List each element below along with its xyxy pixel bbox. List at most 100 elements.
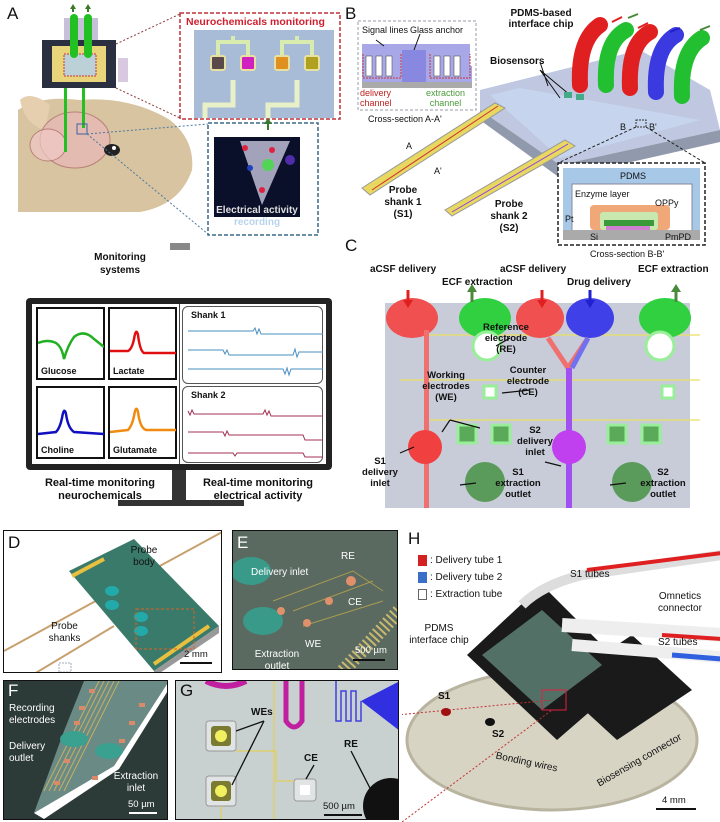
bb-si: Si [590, 232, 599, 242]
s2-outlet-l1: S2 [657, 467, 669, 478]
g-wes-label: WEs [251, 707, 273, 718]
electrical-title: Electrical activity [216, 205, 298, 216]
h-pdms-l2: interface chip [409, 635, 469, 646]
bb-pt: Pt [565, 214, 574, 224]
ce-l3: (CE) [518, 387, 538, 398]
monitor-stand [172, 470, 186, 502]
we-l3: (WE) [435, 392, 457, 403]
panel-g: G WEs CE RE 500 µm [175, 680, 399, 820]
probe-shanks-l1: Probe [51, 621, 78, 632]
h-omnetics-l1: Omnetics [658, 591, 702, 602]
panel-e-photo [233, 557, 397, 669]
panel-d-photo [4, 531, 221, 672]
s1-outlet-l2: extraction [495, 478, 541, 489]
e-ce-label: CE [348, 597, 362, 608]
caption-elec-line2: electrical activity [213, 490, 303, 502]
shank2-l3: (S2) [499, 223, 519, 234]
caption-neuro-line1: Real-time monitoring [44, 477, 155, 489]
panel-g-photo [204, 681, 398, 819]
shank1-label: Shank 1 [191, 310, 226, 320]
shank1-l2: shank 1 [384, 197, 422, 208]
shank2-traces [187, 408, 323, 458]
b-marker: B [620, 122, 627, 132]
chart-lactate: Lactate [108, 307, 177, 380]
s1-inlet-l3: inlet [370, 478, 390, 489]
e-extraction-l2: outlet [264, 661, 290, 670]
shank2-l1: Probe [494, 199, 524, 210]
panel-label-d: D [8, 533, 21, 552]
shank2-recording: Shank 2 [182, 386, 323, 463]
bb-pmpd: PmPD [665, 232, 692, 242]
probe-body-l2: body [133, 557, 155, 568]
monitor-base [118, 500, 244, 506]
legend-text-delivery-1: : Delivery tube 1 [430, 555, 503, 566]
h-omnetics-l2: connector [658, 603, 702, 614]
h-pdms-l1: PDMS [424, 623, 454, 634]
choline-trace [38, 409, 104, 436]
s2-outlet-l2: extraction [640, 478, 686, 489]
panel-label-c: C [345, 236, 358, 255]
bb-oppy: OPPy [655, 198, 679, 208]
legend-text-extraction: : Extraction tube [430, 589, 503, 600]
glass-anchor-label: Glass anchor [410, 25, 464, 35]
g-re-label: RE [344, 739, 358, 750]
f-recording-l1: Recording [9, 703, 55, 714]
signal-lines-label: Signal lines [362, 25, 409, 35]
f-extraction-l2: inlet [126, 783, 146, 794]
a-marker: A [406, 141, 413, 151]
scale-e: 500 µm [355, 645, 387, 656]
f-recording-l2: electrodes [9, 715, 56, 726]
h-s2-tubes: S2 tubes [658, 637, 698, 648]
ce-l2: electrode [506, 376, 550, 387]
panel-f-photo [34, 681, 167, 819]
chart-choline: Choline [36, 386, 105, 459]
shank2-l2: shank 2 [490, 211, 528, 222]
h-s1: S1 [438, 691, 451, 702]
panel-h-photo [402, 550, 720, 822]
caption-elec-line1: Real-time monitoring [202, 477, 313, 489]
scale-g: 500 µm [323, 801, 355, 812]
electrical-subtitle: recording [233, 217, 281, 228]
we-l2: electrodes [422, 381, 470, 392]
panel-label-f: F [8, 681, 19, 700]
header-acsf-2: aCSF delivery [500, 264, 567, 275]
panel-a-illustration [18, 4, 341, 250]
shank1-l3: (S1) [393, 209, 413, 220]
panel-h: H : Delivery tube 1 : Delivery tube 2 : … [402, 525, 720, 822]
e-re-label: RE [341, 551, 355, 562]
biosensors-label: Biosensors [490, 56, 545, 67]
s1-inlet-l2: delivery [362, 467, 398, 478]
scale-f: 50 µm [128, 799, 155, 810]
chart-label-glucose: Glucose [41, 366, 77, 376]
header-drug: Drug delivery [567, 277, 631, 288]
probe-body-l1: Probe [130, 545, 158, 556]
s2-inlet-l1: S2 [529, 425, 541, 436]
e-we-label: WE [305, 639, 322, 650]
h-s2: S2 [492, 729, 505, 740]
s1-outlet-l3: outlet [505, 489, 531, 500]
f-delivery-l2: outlet [9, 753, 34, 764]
b-prime-marker: B' [649, 122, 657, 132]
a-prime-marker: A' [434, 166, 442, 176]
panel-label-e: E [237, 533, 249, 552]
monitoring-systems-line1: Monitoring [94, 252, 146, 263]
chart-label-choline: Choline [41, 445, 74, 455]
bb-pdms: PDMS [620, 171, 647, 181]
probe-shanks-l2: shanks [48, 633, 81, 644]
